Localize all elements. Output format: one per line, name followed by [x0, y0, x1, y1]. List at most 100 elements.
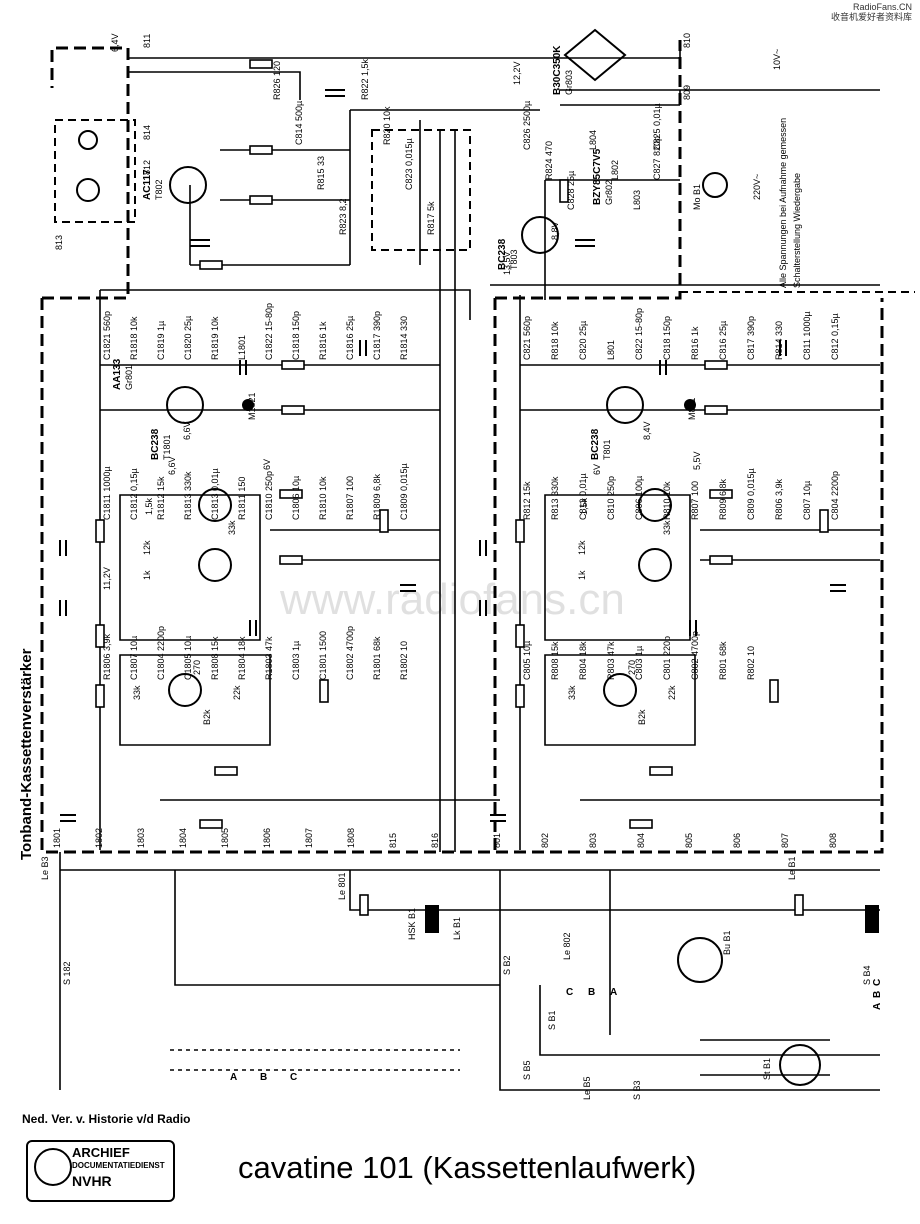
- component-label: C1813 0,01µ: [210, 468, 220, 520]
- transistor-t802-symbol: [169, 166, 207, 204]
- terminal-label: 1806: [262, 828, 272, 848]
- component-label: C813 0,01µ: [578, 473, 588, 520]
- resistors: [95, 59, 829, 916]
- component-label: C1822 15-80p: [264, 303, 274, 360]
- transistor-t801-symbol: [606, 386, 644, 424]
- component-label: C811 1000µ: [802, 311, 812, 360]
- lamp-symbol: [78, 130, 98, 150]
- switch-label: C: [566, 987, 573, 998]
- switch-label: B: [588, 987, 595, 998]
- transistor-ref: T1801: [162, 434, 172, 460]
- component-label: R1810 10k: [318, 476, 328, 520]
- inner-value-label: 12k: [577, 540, 587, 555]
- component-label: C801 220p: [662, 636, 672, 680]
- stamp-line-2: DOCUMENTATIEDIENST: [72, 1161, 165, 1170]
- note-line-1: Alle Spannungen bei Aufnahme gemessen: [778, 117, 788, 288]
- transistor-symbol: [198, 548, 232, 582]
- component-label: C803 1µ: [634, 646, 644, 680]
- terminal-label: 806: [732, 833, 742, 848]
- component-label: C1816 25µ: [345, 316, 355, 360]
- voltage-label: 8,8V: [550, 221, 560, 240]
- transistor-ref: T801: [602, 439, 612, 460]
- connector-label: HSK B1: [407, 908, 417, 940]
- voltage-label: 6,6V: [167, 456, 177, 475]
- component-label: C825 0,01µ: [652, 103, 662, 150]
- terminal-label: 807: [780, 833, 790, 848]
- component-label: R817 5k: [426, 201, 436, 235]
- site-watermark: RadioFans.CN 收音机爱好者资料库: [831, 2, 912, 22]
- diode-label: AA133: [112, 358, 123, 390]
- component-label: R1816 1k: [318, 321, 328, 360]
- component-label: R814 330: [774, 321, 784, 360]
- diode-label: BZY85C7V5: [592, 148, 603, 205]
- component-label: C822 15-80p: [634, 308, 644, 360]
- component-label: C828 25µ: [566, 171, 576, 210]
- stamp-seal-icon: [34, 1148, 72, 1186]
- component-label: R1818 10k: [129, 316, 139, 360]
- voltage-label: 6V: [262, 459, 272, 470]
- component-label: R1803 47k: [264, 636, 274, 680]
- component-label: R818 10k: [550, 321, 560, 360]
- terminal-label: 1805: [220, 828, 230, 848]
- inner-value-label: 33k: [662, 520, 672, 535]
- connector-label: Le 802: [562, 932, 572, 960]
- inner-value-label: 1k: [142, 570, 152, 580]
- diode-ref: Gr801: [124, 365, 134, 390]
- component-label: C1807 10µ: [129, 636, 139, 680]
- terminal-label: 804: [636, 833, 646, 848]
- component-label: C823 0,015µ: [404, 138, 414, 190]
- component-label: R1813 330k: [183, 471, 193, 520]
- inner-value-label: 33k: [227, 520, 237, 535]
- component-label: C806 100µ: [634, 476, 644, 520]
- component-label: C1817 390p: [372, 311, 382, 360]
- inner-value-label: B2k: [637, 709, 647, 725]
- connector-label: S B2: [502, 955, 512, 975]
- component-label: R802 10: [746, 646, 756, 680]
- switch-label: C: [872, 979, 883, 986]
- component-label: L803: [632, 190, 642, 210]
- voltage-label: 6V: [592, 464, 602, 475]
- voltage-label: 6,6V: [182, 421, 192, 440]
- voltage-label: 6,4V: [110, 33, 120, 52]
- component-label: R1809 6,8k: [372, 473, 382, 520]
- switch-label: B: [872, 991, 883, 998]
- inner-value-label: 270: [627, 660, 637, 675]
- inner-value-label: 33k: [567, 685, 577, 700]
- transistor-symbol: [168, 673, 202, 707]
- terminal-label: 1807: [304, 828, 314, 848]
- switch-label: A: [610, 987, 617, 998]
- transistor-ref: T803: [509, 249, 519, 270]
- component-label: C1819 1µ: [156, 321, 166, 360]
- meter-symbol: [76, 178, 100, 202]
- transistor-ref: T802: [154, 179, 164, 200]
- transistor-symbol: [603, 673, 637, 707]
- diagram-title: cavatine 101 (Kassettenlaufwerk): [238, 1150, 697, 1185]
- transistor-label: BC238: [497, 238, 508, 270]
- component-label: C818 150p: [662, 316, 672, 360]
- component-label: C817 390p: [746, 316, 756, 360]
- switch-label: A: [230, 1072, 237, 1083]
- component-label: C1812 0,15µ: [129, 468, 139, 520]
- component-label: R824 470: [544, 141, 554, 180]
- component-label: C1802 4700p: [345, 626, 355, 680]
- test-points: [242, 399, 696, 411]
- connector-label: Le B3: [40, 856, 50, 880]
- voltage-label: 220V~: [752, 174, 762, 200]
- component-label: C810 250p: [606, 476, 616, 520]
- component-label: R1812 15k: [156, 476, 166, 520]
- connector-label: 810: [682, 33, 692, 48]
- component-label: R810 10k: [662, 481, 672, 520]
- voltage-label: 8,4V: [642, 421, 652, 440]
- component-label: R808 15k: [550, 641, 560, 680]
- component-label: R816 1k: [690, 326, 700, 360]
- switch-strip: [170, 1049, 460, 1071]
- amplifier-boundary: [40, 40, 884, 854]
- diode-ref: Gr803: [564, 70, 574, 95]
- component-label: C1809 0,015µ: [399, 463, 409, 520]
